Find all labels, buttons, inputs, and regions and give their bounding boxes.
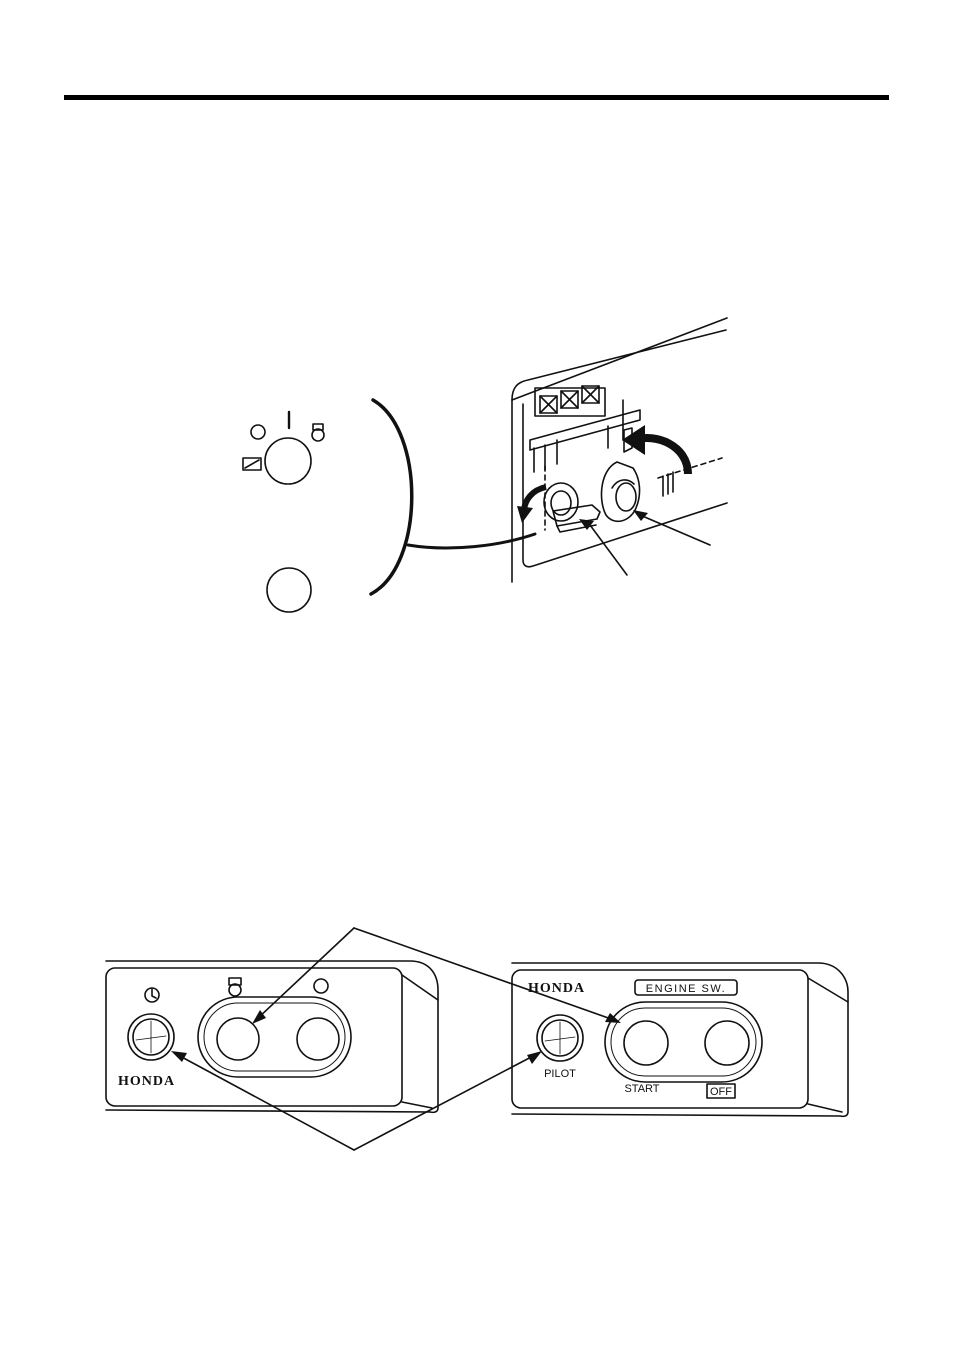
off-label: OFF [710, 1086, 732, 1098]
engine-switch-label: ENGINE SW. [646, 983, 726, 995]
pilot-label: PILOT [544, 1068, 576, 1080]
pilot-symbol-icon [145, 988, 159, 1002]
off-button-left [297, 1018, 339, 1060]
start-button-right [624, 1021, 668, 1065]
pilot-lamp-left [128, 1014, 174, 1060]
start-label: START [624, 1083, 659, 1095]
brand-logo-left: HONDA [118, 1074, 175, 1089]
switch-housing-right [605, 1002, 762, 1082]
start-symbol-icon [229, 978, 241, 996]
off-button-right [705, 1021, 749, 1065]
pilot-lamp-right [537, 1015, 583, 1061]
left-panel [106, 961, 438, 1112]
switch-housing-left [198, 997, 351, 1077]
brand-logo-right: HONDA [528, 981, 585, 996]
off-symbol-icon [314, 979, 328, 993]
start-button-left [217, 1018, 259, 1060]
